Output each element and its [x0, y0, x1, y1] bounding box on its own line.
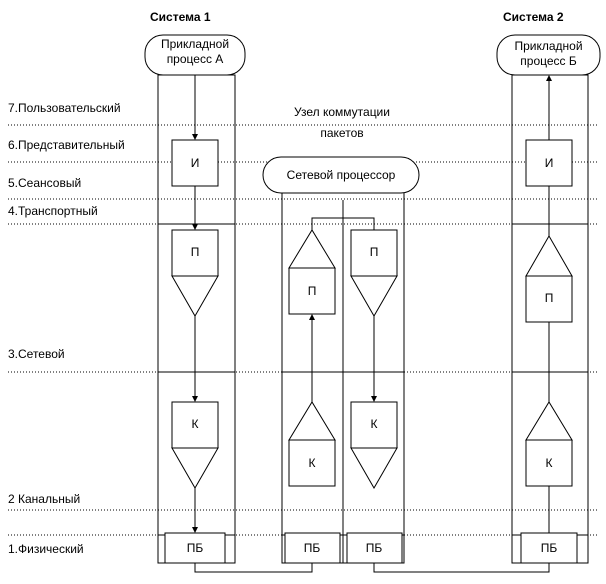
- sys2-transport-box: [525, 275, 573, 323]
- sys1-app-box: [171, 139, 219, 187]
- layer-label-3: 3.Сетевой: [8, 347, 65, 361]
- sys1-app-label: И: [190, 156, 200, 170]
- layer-label-6: 6.Представительный: [8, 138, 125, 152]
- switch-left-transport-label: П: [307, 284, 317, 298]
- arrowhead: [192, 396, 198, 402]
- arrowhead: [546, 75, 552, 81]
- sys2-link-triangle: [525, 401, 573, 441]
- process-a-label: Прикладной процесс А: [160, 37, 230, 66]
- sys2-physical-label: ПБ: [540, 541, 558, 555]
- process-b-label: Прикладной процесс Б: [514, 39, 583, 68]
- arrowhead: [192, 134, 198, 140]
- arrowhead: [309, 314, 315, 320]
- network-processor-label: Сетевой процессор: [286, 168, 396, 182]
- switch-left-link-triangle: [288, 401, 336, 441]
- arrowhead: [192, 527, 198, 533]
- layer-label-5: 5.Сеансовый: [8, 176, 82, 190]
- sys2-link-label: К: [545, 456, 553, 470]
- switch-left-link-box: [288, 439, 336, 487]
- system1-title: Система 1: [150, 10, 211, 24]
- switch-right-link-funnel: [350, 447, 398, 490]
- sys2-app-label: И: [544, 156, 554, 170]
- sys2-transport-label: П: [544, 291, 554, 305]
- switch-left-transport-box: [288, 267, 336, 315]
- sys1-transport-label: П: [190, 245, 200, 259]
- switch-left-link-label: К: [308, 456, 316, 470]
- switch-right-link-box: [350, 401, 398, 449]
- layer-label-1: 1.Физический: [8, 542, 84, 556]
- switch-node-title: Узел коммутации пакетов: [294, 105, 390, 140]
- switch-right-link-label: К: [370, 417, 378, 431]
- sys1-link-funnel: [171, 447, 219, 490]
- switch-left-physical-box: [284, 532, 341, 564]
- sys1-link-label: К: [191, 417, 199, 431]
- layer-label-4: 4.Транспортный: [8, 204, 98, 218]
- layer-label-2: 2 Канальный: [8, 492, 81, 506]
- switch-right-transport-funnel: [350, 275, 398, 318]
- sys1-transport-funnel: [171, 275, 219, 318]
- process-b-oval: [496, 34, 601, 76]
- sys1-physical-label: ПБ: [186, 541, 204, 555]
- sys1-transport-box: [171, 229, 219, 277]
- switch-right-physical-box: [346, 532, 403, 564]
- arrowhead: [192, 224, 198, 230]
- network-processor-oval: [262, 156, 420, 194]
- sys2-link-box: [525, 439, 573, 487]
- switch-right-transport-label: П: [369, 245, 379, 259]
- switch-left-physical-label: ПБ: [303, 541, 321, 555]
- arrowhead: [371, 396, 377, 402]
- system2-title: Система 2: [503, 10, 564, 24]
- layer-label-7: 7.Пользовательский: [8, 101, 121, 115]
- sys2-transport-triangle: [525, 234, 573, 277]
- switch-left-transport-triangle: [288, 229, 336, 269]
- switch-right-physical-label: ПБ: [365, 541, 383, 555]
